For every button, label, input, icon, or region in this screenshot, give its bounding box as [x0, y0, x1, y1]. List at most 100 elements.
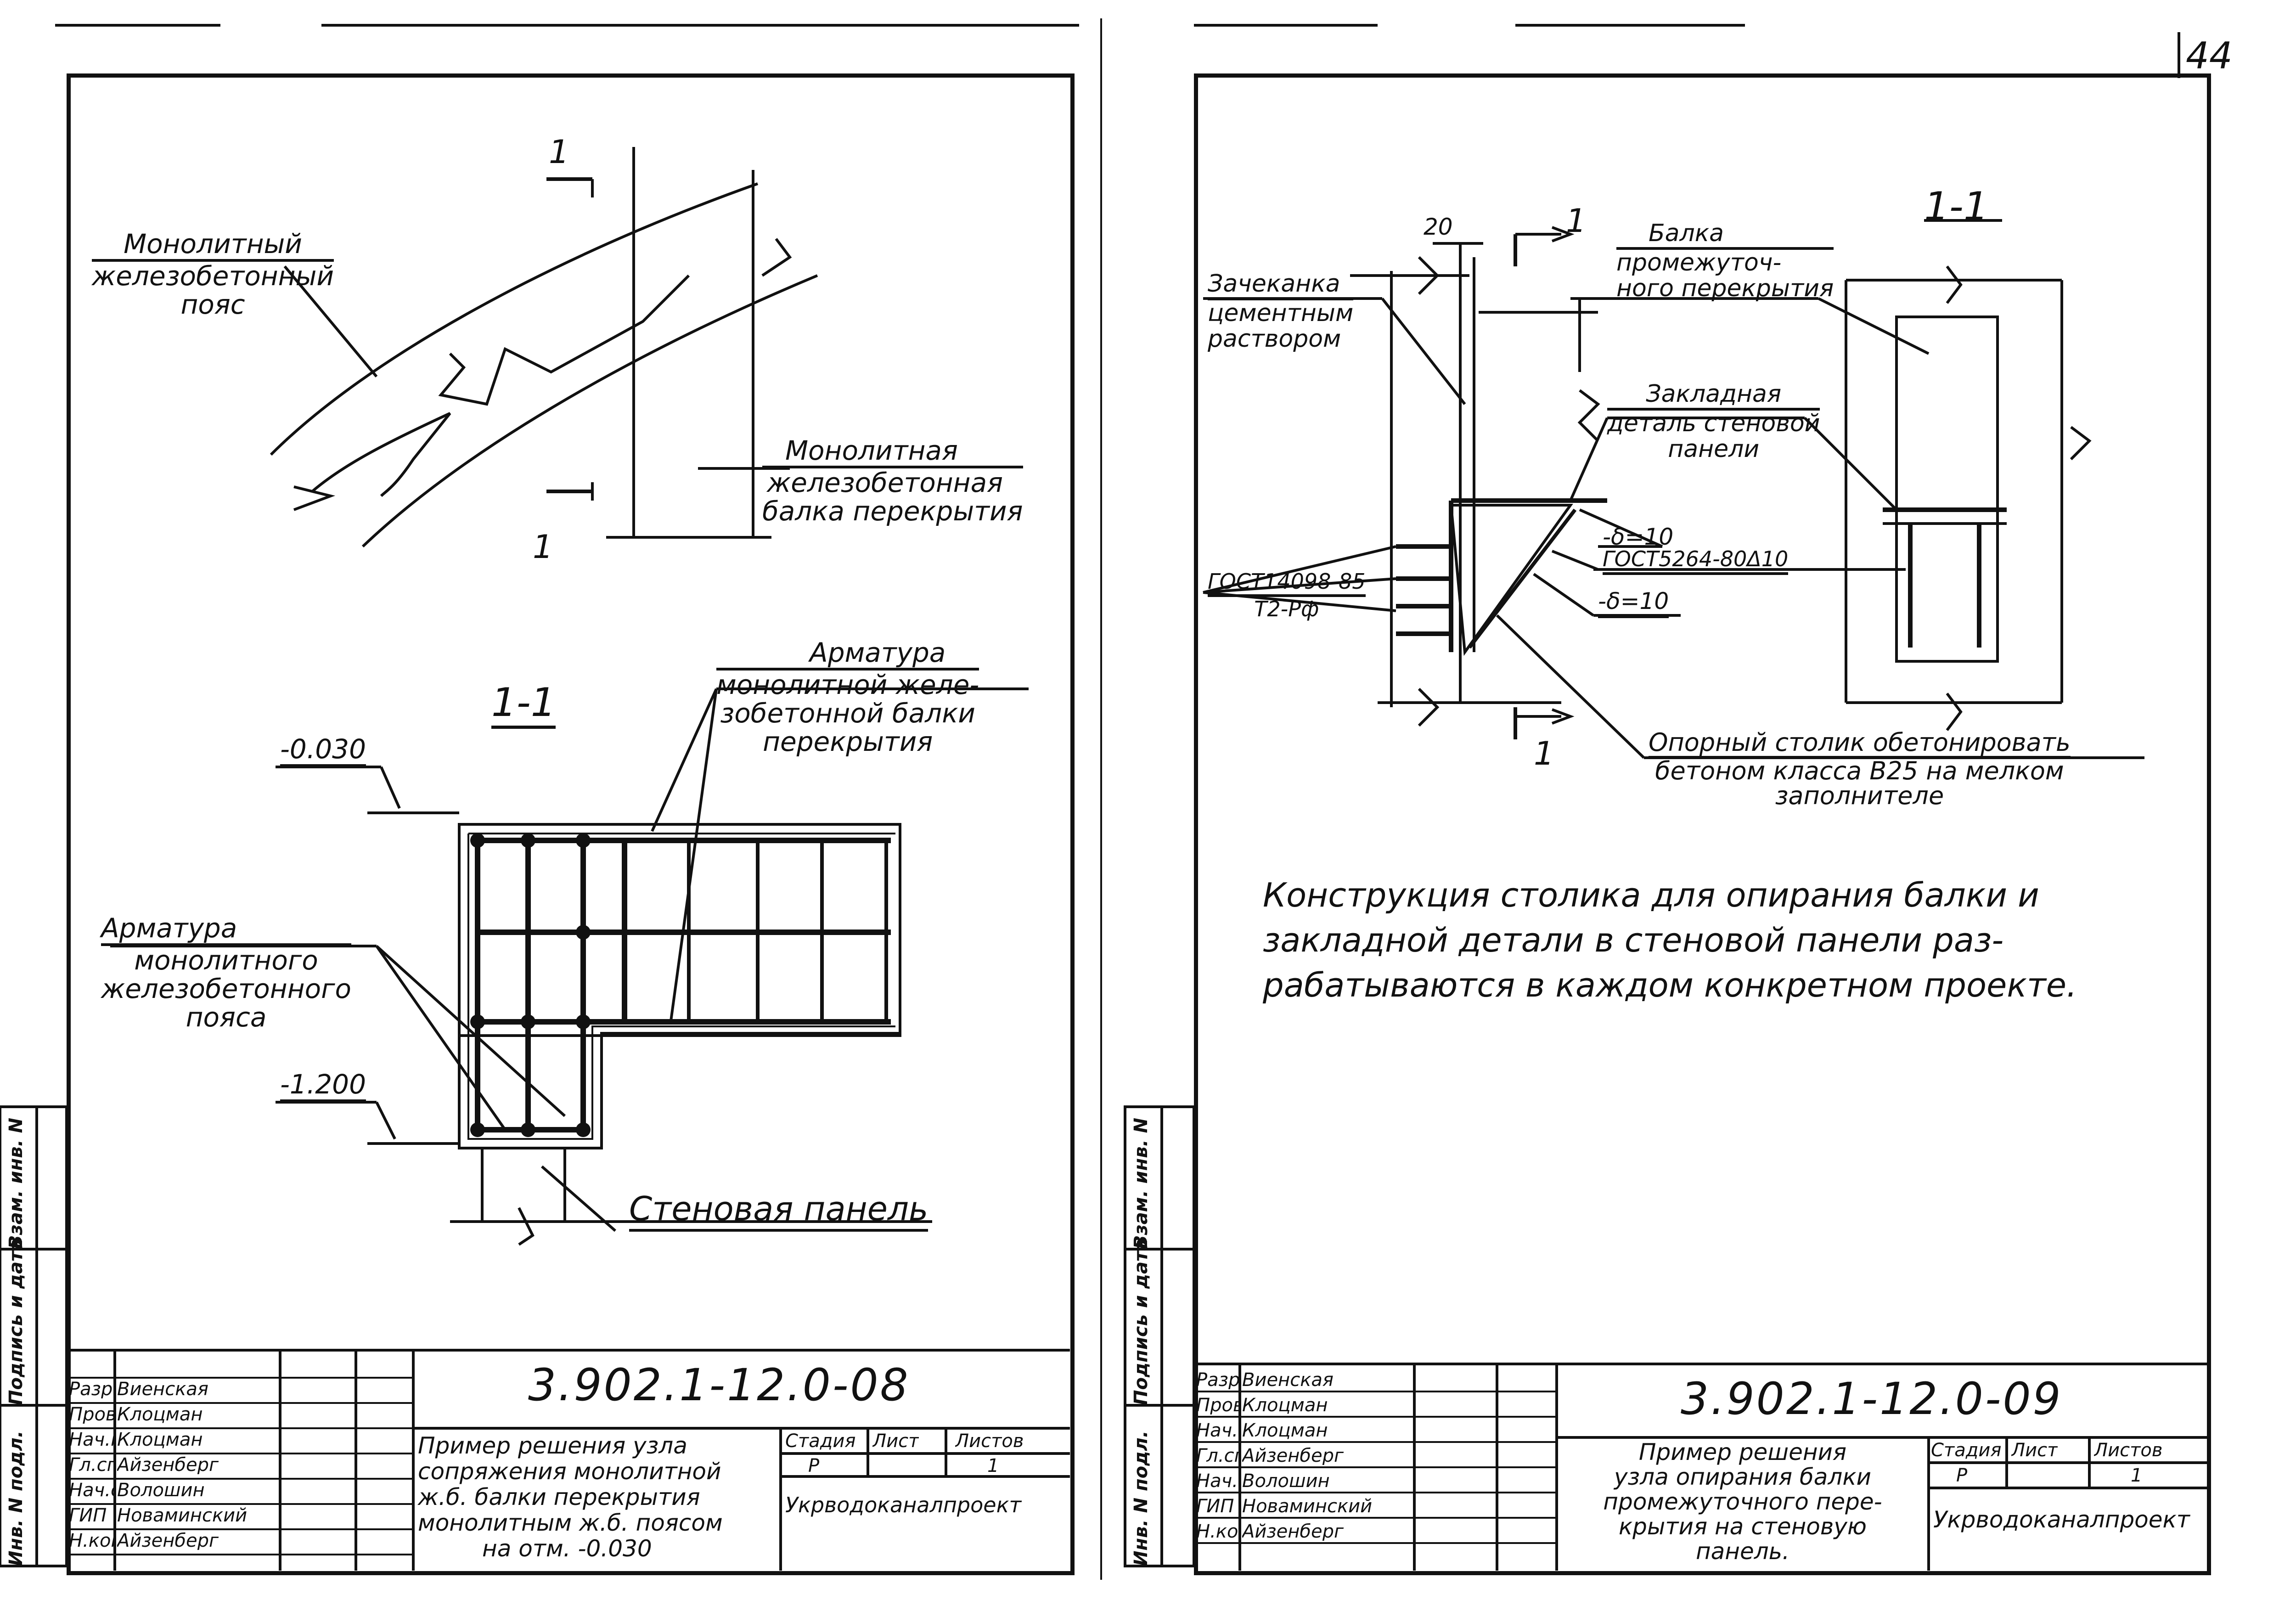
right-org: Укрводоканалпроект [1933, 1506, 2190, 1533]
table-line-2: бетоном класса В25 на мелком [1655, 756, 2064, 785]
callout-beam-line-1: Монолитная [762, 436, 1023, 468]
embed-line-1: Закладная [1607, 381, 1820, 411]
embed-line-2: деталь стеновой [1607, 410, 1820, 437]
role: Нач.отд. [69, 1481, 115, 1499]
desc-line: промежуточного пере- [1603, 1488, 1882, 1515]
left-section-mark-bottom: 1 [533, 528, 553, 566]
page-number: 44 [2186, 34, 2233, 77]
callout-belt-rebar: Арматура монолитного железобетонного поя… [101, 914, 352, 1033]
callout-monolithic-beam: Монолитная железобетонная балка перекрыт… [762, 436, 1023, 525]
role: Нач.гр. [69, 1431, 115, 1449]
role: Н.контр. [69, 1532, 115, 1550]
gost-anchor-line-2: Т2-Рф [1254, 597, 1319, 621]
left-org: Укрводоканалпроект [785, 1493, 1022, 1517]
callout-beam-rebar: Арматура монолитной желе- зобетонной бал… [716, 638, 979, 756]
callout-belt-line-2: железобетонный [92, 260, 334, 292]
belt-rebar-line-3: железобетонного [101, 973, 352, 1004]
left-stamp-inv: Инв. N подл. [6, 1431, 27, 1566]
callout-caulk: Зачеканка цементным раствором [1208, 271, 1354, 353]
role: Провер. [1196, 1396, 1240, 1414]
right-stage-header: Стадия [1931, 1441, 2002, 1459]
left-stage-header: Стадия [785, 1432, 856, 1450]
right-sheets-header: Листов [2094, 1441, 2163, 1459]
right-sheet-frame [1194, 73, 2211, 1575]
caulk-line-2: цементным [1208, 299, 1354, 327]
callout-support-table: Опорный столик обетонировать бетоном кла… [1649, 730, 2071, 808]
desc-line: Пример решения [1638, 1439, 1847, 1465]
plate-thickness-2: -δ=10 [1598, 588, 1669, 618]
name: Волошин [117, 1481, 205, 1499]
left-stamp-replace: Взам. инв. N [6, 1117, 27, 1249]
role: Провер. [69, 1405, 115, 1424]
desc-line: на отм. -0.030 [482, 1535, 652, 1562]
right-stamp-sign: Подпись и дата [1131, 1238, 1152, 1405]
right-stamp-inv: Инв. N подл. [1131, 1431, 1152, 1566]
name: Волошин [1242, 1472, 1330, 1490]
ibeam-line-3: ного перекрытия [1616, 275, 1834, 302]
role: Гл.спец. [69, 1456, 115, 1474]
callout-embedded-part: Закладная деталь стеновой панели [1607, 381, 1820, 462]
right-description: Пример решения узла опирания балки проме… [1561, 1440, 1924, 1564]
note-line-3: рабатываются в каждом конкретном проекте… [1263, 966, 2077, 1004]
callout-belt-line-1: Монолитный [92, 230, 334, 262]
name: Виенская [1242, 1371, 1334, 1389]
gost-anchor: ГОСТ14098-85 Т2-Рф [1208, 569, 1366, 621]
desc-line: ж.б. балки перекрытия [418, 1484, 700, 1510]
beam-rebar-line-2: монолитной желе- [716, 669, 979, 700]
design-note: Конструкция столика для опирания балки и… [1263, 873, 2077, 1008]
right-drawing-code: 3.902.1-12.0-09 [1681, 1373, 2063, 1425]
caulk-line-3: раствором [1208, 325, 1341, 353]
level-bottom: -1.200 [280, 1070, 366, 1102]
desc-line: узла опирания балки [1614, 1464, 1872, 1490]
left-sheets-header: Листов [955, 1432, 1024, 1450]
desc-line: монолитным ж.б. поясом [418, 1510, 723, 1536]
beam-rebar-line-3: зобетонной балки [720, 698, 975, 729]
right-section-mark-top: 1 [1566, 202, 1587, 240]
right-sheet-number: 1 [2131, 1466, 2143, 1485]
role: ГИП [1196, 1497, 1234, 1515]
left-section-title: 1-1 [491, 680, 556, 729]
note-line-1: Конструкция столика для опирания балки и [1263, 876, 2039, 914]
callout-belt-line-3: пояс [180, 289, 245, 320]
right-stamp-replace: Взам. инв. N [1131, 1117, 1152, 1249]
callout-wall-panel: Стеновая панель [629, 1189, 929, 1232]
belt-rebar-line-2: монолитного [134, 945, 318, 976]
name: Клоцман [1242, 1421, 1328, 1440]
callout-intermediate-beam: Балка промежуточ- ного перекрытия [1616, 220, 1834, 301]
left-drawing-code: 3.902.1-12.0-08 [528, 1359, 910, 1411]
name: Новаминский [1242, 1497, 1373, 1515]
beam-rebar-line-4: перекрытия [763, 726, 933, 757]
belt-rebar-line-4: пояса [186, 1002, 267, 1033]
left-sheet-header: Лист [872, 1432, 919, 1450]
callout-beam-line-2: железобетонная [767, 467, 1003, 498]
name: Айзенберг [1242, 1522, 1344, 1541]
left-stage: Р [808, 1457, 820, 1475]
table-line-1: Опорный столик обетонировать [1649, 730, 2071, 759]
embed-line-3: панели [1668, 435, 1760, 463]
plate-thickness-1: -δ=10 [1603, 524, 1674, 550]
name: Новаминский [117, 1506, 248, 1525]
callout-monolithic-belt: Монолитный железобетонный пояс [92, 230, 334, 319]
desc-line: сопряжения монолитной [418, 1458, 721, 1485]
ibeam-line-1: Балка [1616, 220, 1834, 250]
role: Гл.спец. [1196, 1447, 1240, 1465]
right-stage: Р [1956, 1466, 1968, 1485]
desc-line: панель. [1695, 1538, 1790, 1565]
left-sheet-number: 1 [987, 1457, 999, 1475]
name: Клоцман [1242, 1396, 1328, 1414]
name: Клоцман [117, 1405, 203, 1424]
note-line-2: закладной детали в стеновой панели раз- [1263, 921, 2004, 959]
gost-anchor-line-1: ГОСТ14098-85 [1208, 569, 1366, 597]
dim-20: 20 [1424, 214, 1453, 240]
role: Разраб. [69, 1380, 115, 1398]
belt-rebar-line-1: Арматура [101, 914, 352, 946]
name: Клоцман [117, 1431, 203, 1449]
left-section-mark-top: 1 [549, 133, 569, 171]
role: Нач.гр. [1196, 1421, 1240, 1440]
gost-weld: ГОСТ5264-80Δ10 [1603, 546, 1789, 575]
role: Н.контр. [1196, 1522, 1240, 1541]
beam-rebar-line-1: Арматура [716, 638, 979, 670]
role: Нач.отд. [1196, 1472, 1240, 1490]
right-section-mark-bottom: 1 [1534, 735, 1554, 772]
role: ГИП [69, 1506, 107, 1525]
